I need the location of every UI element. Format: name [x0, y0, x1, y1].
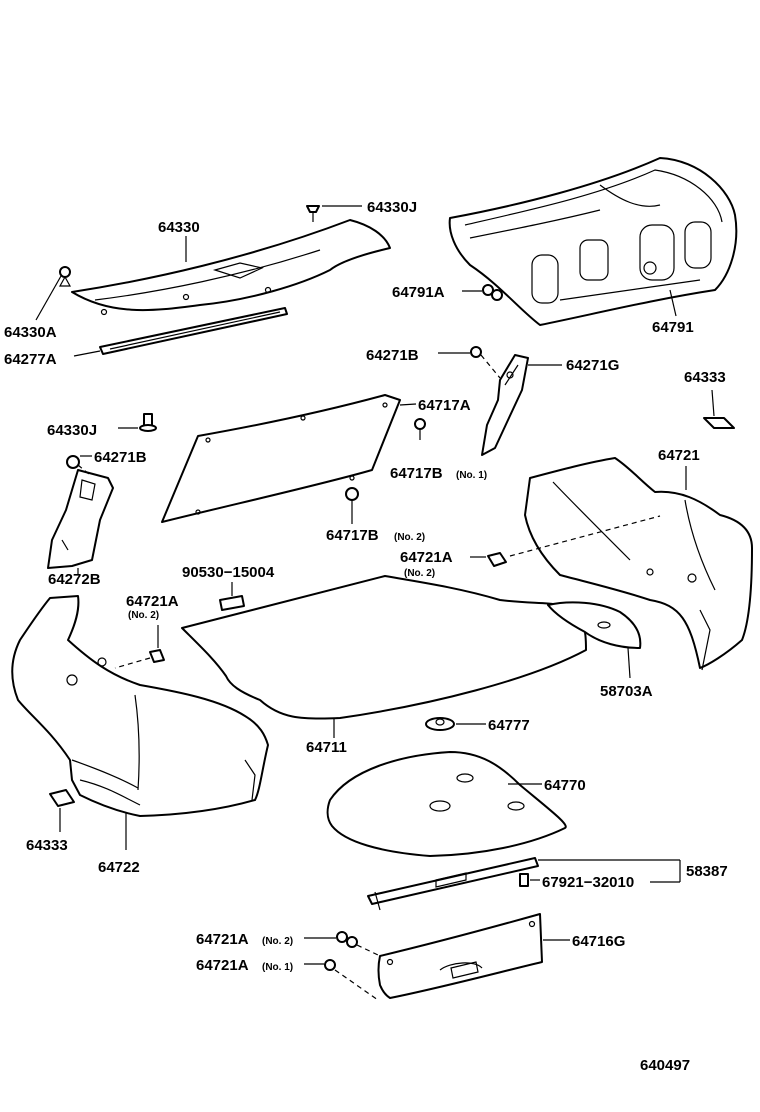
side-trim-64721 [524, 457, 753, 671]
label-64721A-no1-bottom: 64721A [196, 957, 249, 974]
lower-trim-64716G [377, 913, 543, 999]
clip-64721A-no1-bottom [324, 959, 379, 1001]
clip-64721A-mid [487, 552, 507, 567]
label-64717A: 64717A [418, 397, 471, 414]
label-64721A-no2-bottom: 64721A [196, 931, 249, 948]
side-bracket-64272B [47, 469, 114, 569]
label-64271G: 64271G [566, 357, 619, 374]
clip-64333-right [703, 417, 735, 429]
label-64271B-top: 64271B [366, 347, 419, 364]
label-64791A: 64791A [392, 284, 445, 301]
label-64721A-no2-bottom-sub: (No. 2) [262, 936, 293, 947]
clip-64777 [425, 717, 455, 731]
label-64717B-no2-sub: (No. 2) [394, 532, 425, 543]
label-64721A-no1-bottom-sub: (No. 1) [262, 962, 293, 973]
weatherstrip-64277A [99, 307, 288, 355]
label-64721A-left-sub: (No. 2) [128, 610, 159, 621]
side-trim-64722 [11, 595, 269, 817]
scuff-plate-58387 [367, 857, 539, 911]
label-64333-right: 64333 [684, 369, 726, 386]
clip-64721A-no2-bottom [336, 931, 379, 956]
label-58703A: 58703A [600, 683, 653, 700]
label-90530-15004: 90530−15004 [182, 564, 275, 581]
label-64717B-no1-sub: (No. 1) [456, 470, 487, 481]
spare-tire-cover-64770 [326, 751, 567, 857]
label-64777: 64777 [488, 717, 530, 734]
clip-67921 [519, 873, 529, 887]
label-64721: 64721 [658, 447, 700, 464]
trim-piece-58703A [547, 601, 642, 649]
label-64277A: 64277A [4, 351, 57, 368]
pin-64330J-left [139, 413, 157, 432]
bracket-64271G [481, 354, 529, 456]
label-64330J-left: 64330J [47, 422, 97, 439]
label-64271B-left: 64271B [94, 449, 147, 466]
trunk-floor-mat-64711 [181, 575, 587, 720]
clip-64271B-top [470, 346, 501, 379]
label-64330A: 64330A [4, 324, 57, 341]
divider-board-64717A [161, 394, 401, 523]
label-64722: 64722 [98, 859, 140, 876]
label-64716G: 64716G [572, 933, 625, 950]
label-64717B-no1: 64717B [390, 465, 443, 482]
label-64791: 64791 [652, 319, 694, 336]
label-64721A-mid-sub: (No. 2) [404, 568, 435, 579]
diagram-id: 640497 [640, 1057, 690, 1074]
clip-64791A [482, 284, 503, 301]
clip-64333-left [49, 789, 75, 807]
label-tag-90530 [219, 595, 245, 611]
label-64272B: 64272B [48, 571, 101, 588]
pin-64330A [58, 266, 72, 287]
label-64717B-no2: 64717B [326, 527, 379, 544]
label-64330: 64330 [158, 219, 200, 236]
label-64330J-top: 64330J [367, 199, 417, 216]
label-64711: 64711 [306, 739, 347, 756]
label-64721A-left: 64721A [126, 593, 179, 610]
clip-64717B-no2 [345, 487, 359, 512]
label-64333-left: 64333 [26, 837, 68, 854]
clip-64717B-no1 [414, 418, 426, 440]
package-tray-trim-64330 [71, 219, 391, 316]
label-58387: 58387 [686, 863, 728, 880]
label-64721A-mid: 64721A [400, 549, 453, 566]
label-67921-32010: 67921−32010 [542, 874, 634, 891]
trunk-lid-panel-64791 [448, 157, 738, 326]
clip-64271B-left [66, 455, 91, 476]
clip-64721A-left [114, 649, 165, 669]
pin-64330J-top [306, 205, 320, 222]
label-64770: 64770 [544, 777, 586, 794]
